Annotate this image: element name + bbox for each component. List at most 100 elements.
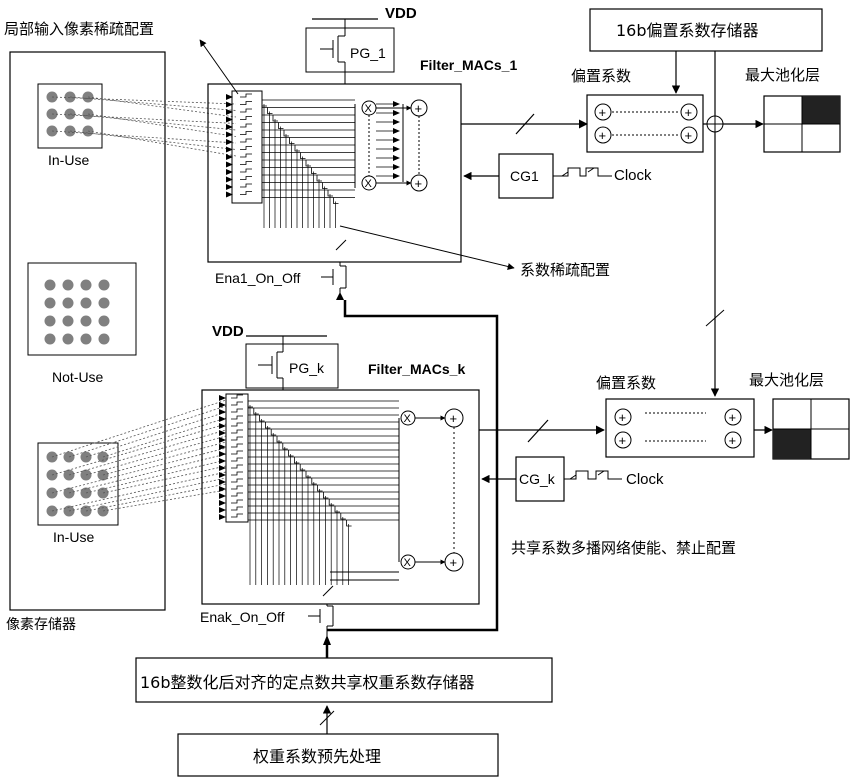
- step-line: [277, 436, 282, 442]
- clock-1-label: Clock: [614, 167, 652, 184]
- fan-line: [52, 424, 226, 475]
- input-arrow: [219, 458, 226, 464]
- mux-cell: [231, 444, 243, 447]
- bias-coef-label-k: 偏置系数: [596, 374, 656, 392]
- fan-line: [88, 97, 236, 117]
- mux-cell: [231, 458, 243, 461]
- pg-1-label: PG_1: [350, 45, 386, 61]
- maxpool-grid-k: [773, 399, 849, 459]
- mux-cell: [240, 184, 252, 187]
- mux-cell: [240, 162, 252, 165]
- mac-arrow-head: [393, 110, 400, 116]
- mux-cell: [231, 472, 243, 475]
- step-line: [284, 130, 289, 136]
- mux-cell: [240, 147, 252, 150]
- mux-cell: [231, 500, 243, 503]
- step-line: [294, 457, 299, 463]
- mac-arrow-head: [393, 128, 400, 134]
- bias-coef-label-1: 偏置系数: [571, 67, 631, 85]
- step-line: [260, 415, 265, 421]
- mux-cell: [231, 395, 243, 398]
- svg-text:+: +: [619, 433, 627, 448]
- step-line: [347, 520, 352, 526]
- step-line: [273, 115, 278, 121]
- step-line: [295, 145, 300, 151]
- mux-cell: [240, 177, 252, 180]
- pixel-memory-label: 像素存储器: [6, 617, 76, 633]
- pixel-dot: [45, 334, 56, 345]
- filter-1-adder-bottom: +: [411, 175, 427, 191]
- mux-cell: [231, 479, 243, 482]
- pixel-dot: [45, 316, 56, 327]
- mux-cell: [231, 423, 243, 426]
- fan-line: [70, 114, 236, 130]
- input-arrow: [219, 500, 226, 506]
- input-arrow: [219, 514, 226, 520]
- in-use-pixel-block-bottom: In-Use: [38, 443, 118, 545]
- step-line: [271, 429, 276, 435]
- mux-cell: [231, 465, 243, 468]
- input-arrow: [219, 430, 226, 436]
- svg-text:+: +: [450, 555, 458, 570]
- ena1-transistor-icon: [321, 240, 346, 296]
- mac-arrow-head: [393, 101, 400, 107]
- svg-text:+: +: [729, 433, 737, 448]
- step-line: [254, 408, 259, 414]
- vdd-label-k: VDD: [212, 323, 244, 340]
- mux-cell: [240, 169, 252, 172]
- fan-line: [70, 131, 236, 150]
- mux-cell: [240, 192, 252, 195]
- step-line: [306, 471, 311, 477]
- filter-1-mac-circuitry: [226, 91, 355, 228]
- pixel-dot: [99, 298, 110, 309]
- step-line: [341, 513, 346, 519]
- step-line: [328, 190, 333, 196]
- step-line: [290, 138, 295, 144]
- not-use-pixel-block: Not-Use: [28, 263, 136, 385]
- pixel-dot: [63, 334, 74, 345]
- step-line: [300, 464, 305, 470]
- vdd-label-top: VDD: [385, 5, 417, 22]
- mux-cell: [240, 139, 252, 142]
- mux-cell: [231, 430, 243, 433]
- input-arrow: [219, 472, 226, 478]
- mux-cell: [240, 154, 252, 157]
- svg-text:+: +: [415, 101, 423, 116]
- pg-k-label: PG_k: [289, 360, 325, 376]
- mux-cell: [240, 117, 252, 120]
- mac-arrow-head: [393, 137, 400, 143]
- step-line: [289, 450, 294, 456]
- pixel-dot: [99, 280, 110, 291]
- step-line: [279, 123, 284, 129]
- clock-k-label: Clock: [626, 471, 664, 488]
- step-line: [312, 478, 317, 484]
- fan-line: [88, 114, 236, 137]
- step-line: [262, 100, 267, 106]
- filter-k-mac-circuitry: [219, 394, 399, 585]
- step-line: [334, 198, 339, 204]
- fan-line: [88, 131, 236, 156]
- shared-multicast-label: 共享系数多播网络使能、禁止配置: [511, 539, 736, 557]
- mux-cell: [231, 409, 243, 412]
- step-line: [329, 499, 334, 505]
- filter-k-multiplier-bottom: X: [401, 555, 415, 569]
- step-line: [318, 485, 323, 491]
- in-use-pixel-block-top: In-Use: [38, 84, 102, 168]
- svg-text:+: +: [729, 410, 737, 425]
- step-line: [248, 401, 253, 407]
- pixel-dots-not-use: [45, 280, 110, 345]
- mux-cell: [231, 493, 243, 496]
- mux-cell: [240, 132, 252, 135]
- svg-text:+: +: [685, 128, 693, 143]
- local-sparse-arrow: [200, 40, 238, 94]
- pixel-dot: [63, 280, 74, 291]
- fan-line: [52, 400, 226, 457]
- svg-text:X: X: [365, 103, 373, 115]
- cg-k-label: CG_k: [519, 471, 556, 487]
- input-arrow: [219, 493, 226, 499]
- filter-k-multiplier-top: X: [401, 411, 415, 425]
- mux-cell: [231, 402, 243, 405]
- pixel-dot: [63, 316, 74, 327]
- pixel-dot: [99, 316, 110, 327]
- in-use-label-bottom: In-Use: [53, 529, 94, 545]
